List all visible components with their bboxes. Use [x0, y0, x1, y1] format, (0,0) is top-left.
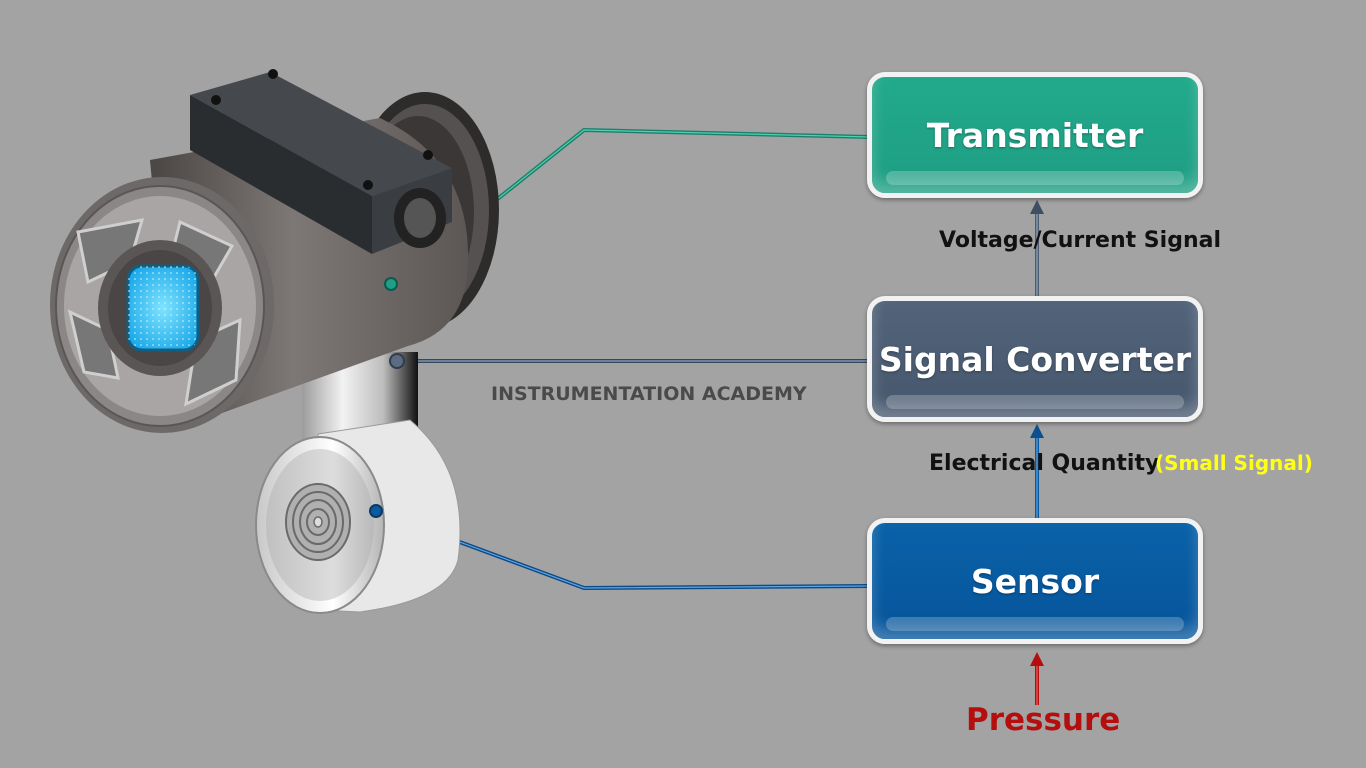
arrow-sensor-to-converter — [1030, 424, 1044, 518]
sensor-label: Sensor — [970, 561, 1100, 601]
display-screen-icon — [126, 264, 200, 352]
callout-dot-converter — [389, 353, 405, 369]
voltage-current-signal-label: Voltage/Current Signal — [939, 228, 1221, 253]
callout-dot-transmitter — [384, 277, 398, 291]
sensor-block: Sensor — [867, 518, 1203, 644]
signal-converter-label: Signal Converter — [878, 339, 1192, 379]
terminal-block — [190, 69, 452, 254]
diaphragm-icon — [285, 483, 351, 561]
watermark-text: INSTRUMENTATION ACADEMY — [491, 383, 807, 405]
arrow-converter-to-transmitter — [1030, 200, 1044, 296]
pressure-input-label: Pressure — [966, 702, 1121, 738]
arrow-pressure-input — [1030, 652, 1044, 705]
callout-dot-sensor — [369, 504, 383, 518]
electrical-quantity-label: Electrical Quantity — [929, 451, 1160, 476]
sensor-body — [255, 419, 461, 614]
transmitter-label: Transmitter — [926, 115, 1144, 155]
signal-converter-block: Signal Converter — [867, 296, 1203, 422]
transmitter-block: Transmitter — [867, 72, 1203, 198]
small-signal-note: (Small Signal) — [1155, 451, 1313, 475]
